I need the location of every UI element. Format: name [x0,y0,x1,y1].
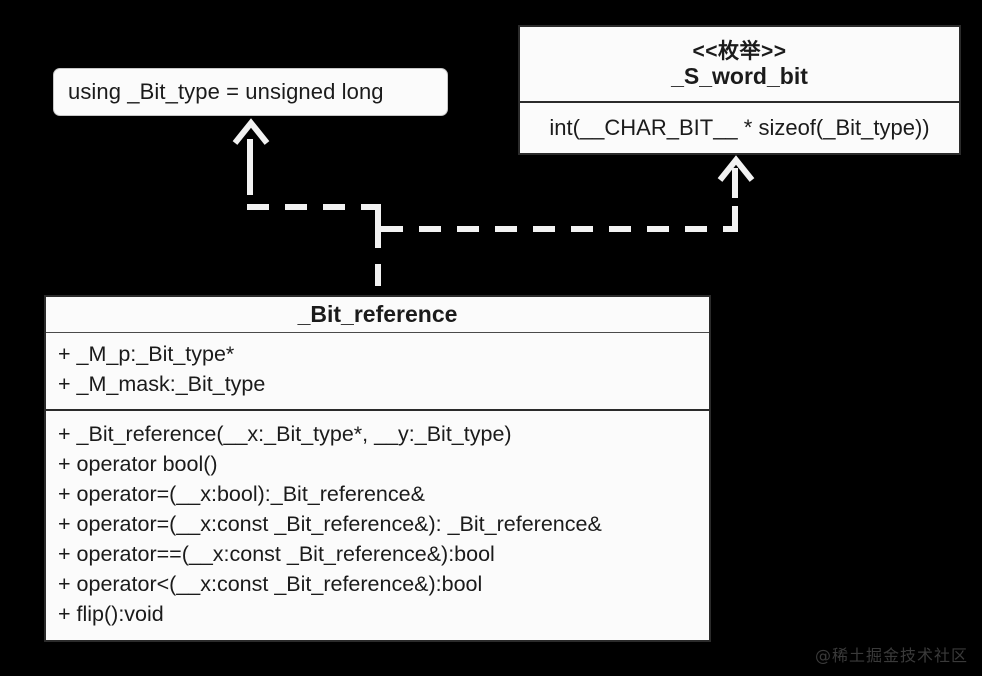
enum-value-row: int(__CHAR_BIT__ * sizeof(_Bit_type)) [520,103,959,153]
connector-right-stem-dashed [732,176,738,208]
enum-header: <<枚举>> _S_word_bit [520,27,959,103]
connector-left-stem-dashed [247,173,253,211]
enum-stereotype: <<枚举>> [692,39,787,63]
type-alias-text: using _Bit_type = unsigned long [68,79,384,104]
connector-right-corner [732,206,738,232]
enum-class-box[interactable]: <<枚举>> _S_word_bit int(__CHAR_BIT__ * si… [518,25,961,155]
connector-right-stem-solid [732,168,738,184]
class-method: + operator=(__x:bool):_Bit_reference& [58,482,425,506]
class-box-bit-reference[interactable]: _Bit_reference + _M_p:_Bit_type* + _M_ma… [44,295,711,642]
class-method: + operator bool() [58,452,218,476]
class-method: + operator=(__x:const _Bit_reference&): … [58,512,602,536]
class-attributes-section: + _M_p:_Bit_type* + _M_mask:_Bit_type [46,333,709,411]
class-method: + flip():void [58,602,164,626]
class-attribute: + _M_p:_Bit_type* [58,342,235,366]
connector-center-stem [375,226,381,296]
enum-title: _S_word_bit [671,62,808,89]
class-method: + _Bit_reference(__x:_Bit_type*, __y:_Bi… [58,422,512,446]
class-method: + operator==(__x:const _Bit_reference&):… [58,542,495,566]
enum-value-text: int(__CHAR_BIT__ * sizeof(_Bit_type)) [549,115,930,140]
connector-center-corner [375,204,381,232]
connector-left-stem-solid [247,139,253,173]
class-attribute: + _M_mask:_Bit_type [58,372,266,396]
watermark: @稀土掘金技术社区 [814,646,968,665]
connector-right-horizontal [381,226,738,232]
type-alias-box[interactable]: using _Bit_type = unsigned long [53,68,448,116]
class-title: _Bit_reference [46,297,709,333]
class-methods-section: + _Bit_reference(__x:_Bit_type*, __y:_Bi… [46,411,709,635]
connector-left-horizontal [247,204,381,210]
class-method: + operator<(__x:const _Bit_reference&):b… [58,572,483,596]
